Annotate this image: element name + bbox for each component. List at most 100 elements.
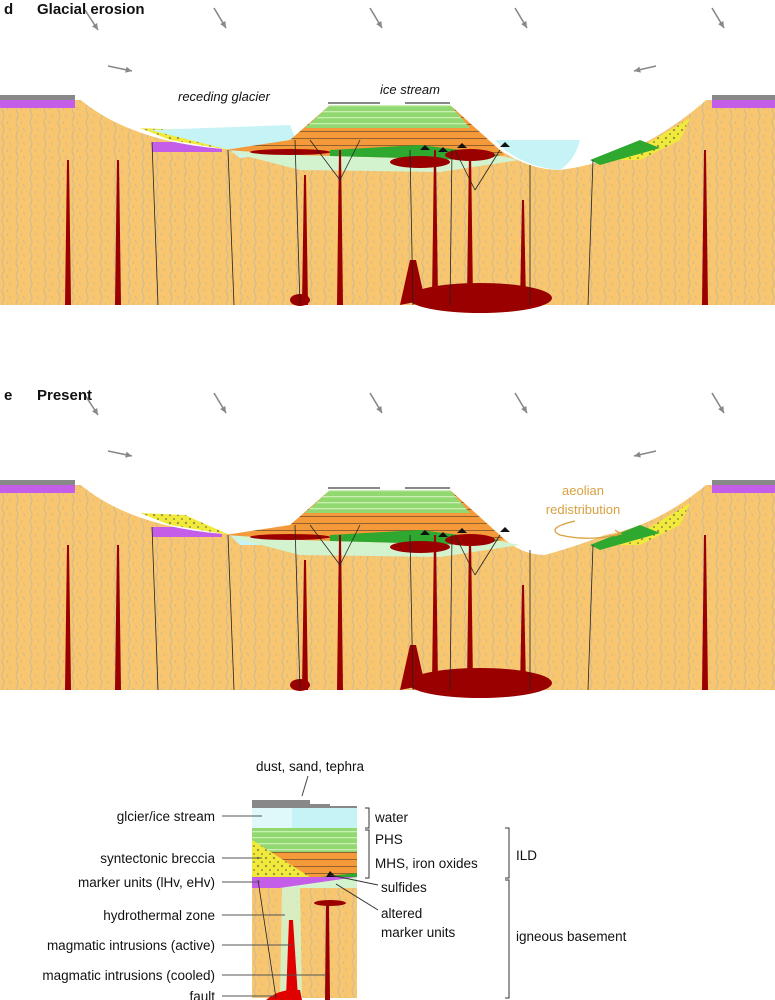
legend-label-6: fault xyxy=(189,989,215,1000)
cooled-intrusion xyxy=(432,535,438,685)
sulfide-mound xyxy=(420,530,430,535)
sulfide-mound xyxy=(500,527,510,532)
bracket-basement xyxy=(505,879,510,999)
dust-cap-left xyxy=(0,480,75,485)
intrusion-sill xyxy=(445,149,495,161)
breccia-left xyxy=(140,128,230,150)
fault-line xyxy=(339,524,361,566)
panel-e-letter: e xyxy=(4,387,12,404)
intrusion-blob xyxy=(408,283,552,313)
green-layer-right xyxy=(590,140,660,165)
arrowhead-icon xyxy=(92,408,98,415)
cooled-intrusion xyxy=(432,150,438,300)
marker-unit-block xyxy=(152,142,222,152)
cooled-intrusion xyxy=(115,545,121,690)
fault-line xyxy=(474,534,501,576)
leader-altered xyxy=(335,883,379,911)
arrowhead-icon xyxy=(220,406,226,413)
marker-unit-right xyxy=(712,100,775,108)
fault-line xyxy=(309,139,341,181)
ild-phs xyxy=(305,490,470,513)
intrusion-sill xyxy=(390,541,450,553)
bracket-ild xyxy=(505,827,510,879)
fault-line xyxy=(409,149,414,306)
arrowhead-icon xyxy=(634,451,641,458)
fault-line xyxy=(151,526,159,691)
marker-unit-right xyxy=(712,485,775,493)
fault-line xyxy=(294,524,301,691)
glacier-trough xyxy=(75,385,712,555)
aeolian-label-1: aeolian xyxy=(562,483,604,498)
ild-phs xyxy=(305,105,470,128)
bracket-water xyxy=(365,807,370,829)
bracket-phs-mhs xyxy=(365,829,370,879)
arrowhead-icon xyxy=(92,23,98,30)
sulfide-mound xyxy=(457,143,467,148)
cooled-intrusion xyxy=(520,585,526,690)
intrusion-blob xyxy=(408,668,552,698)
legend: dust, sand, tephra glcier/ice streamsynt… xyxy=(42,759,627,1000)
arrowhead-icon xyxy=(521,21,527,28)
sulfide-mound xyxy=(457,528,467,533)
fault-line xyxy=(587,159,594,306)
arrowhead-icon xyxy=(376,406,382,413)
legend-phs xyxy=(252,828,357,852)
breccia-left xyxy=(140,513,230,535)
arrowhead-icon xyxy=(718,21,724,28)
arrowhead-icon xyxy=(718,406,724,413)
dust-cap-right xyxy=(712,480,775,485)
fault-line xyxy=(454,534,476,576)
intrusion-sill xyxy=(390,156,450,168)
legend-marker-units xyxy=(252,877,357,888)
intrusion-sill xyxy=(250,149,330,155)
legend-marker-units-label: marker units xyxy=(381,925,456,940)
dust-cap-right xyxy=(712,95,775,100)
legend-cooled-intrusion xyxy=(325,905,330,1000)
fault-line xyxy=(227,534,235,691)
leader-sulfides xyxy=(329,874,379,886)
legend-basement-label: igneous basement xyxy=(516,929,627,944)
marker-unit-left xyxy=(0,485,75,493)
marker-unit-block xyxy=(152,527,222,537)
cooled-intrusion xyxy=(337,535,343,690)
cooled-intrusion xyxy=(702,150,708,305)
fault-line xyxy=(587,544,594,691)
fault-line xyxy=(474,149,501,191)
cooled-intrusion xyxy=(65,545,71,690)
water-right xyxy=(495,140,580,170)
green-layer-right xyxy=(590,525,660,550)
cooled-intrusion xyxy=(520,200,526,305)
cooled-intrusion xyxy=(65,160,71,305)
sulfide-mound xyxy=(500,142,510,147)
fault-line xyxy=(151,141,159,306)
ice-stream-label: ice stream xyxy=(380,82,440,97)
arrowhead-icon xyxy=(125,66,132,73)
legend-breccia xyxy=(252,840,310,877)
arrowhead-icon xyxy=(521,406,527,413)
intrusion-sill xyxy=(250,534,330,540)
panel-e-title: Present xyxy=(37,387,92,404)
fault-line xyxy=(339,139,361,181)
legend-label-4: magmatic intrusions (active) xyxy=(47,938,215,953)
cooled-intrusion xyxy=(467,150,473,300)
legend-label-3: hydrothermal zone xyxy=(103,908,215,923)
fault-line xyxy=(309,524,341,566)
aeolian-swirl-icon xyxy=(554,520,623,539)
legend-leader xyxy=(301,775,309,797)
receding-glacier-label: receding glacier xyxy=(178,89,270,104)
fault-line xyxy=(449,149,453,306)
panel-d-letter: d xyxy=(4,1,13,18)
fault-line xyxy=(449,534,453,691)
legend-glacier xyxy=(252,808,292,828)
cooled-intrusion xyxy=(337,150,343,305)
panel-present xyxy=(0,385,775,698)
aeolian-label-2: redistribution xyxy=(546,502,620,517)
arrowhead-icon xyxy=(220,21,226,28)
legend-fault xyxy=(257,879,277,999)
legend-active-blob xyxy=(266,989,302,1000)
legend-cooled-sill xyxy=(314,900,346,906)
legend-altered-label: altered xyxy=(381,906,422,921)
legend-mhs-label: MHS, iron oxides xyxy=(375,856,478,871)
intrusion-sill xyxy=(445,534,495,546)
